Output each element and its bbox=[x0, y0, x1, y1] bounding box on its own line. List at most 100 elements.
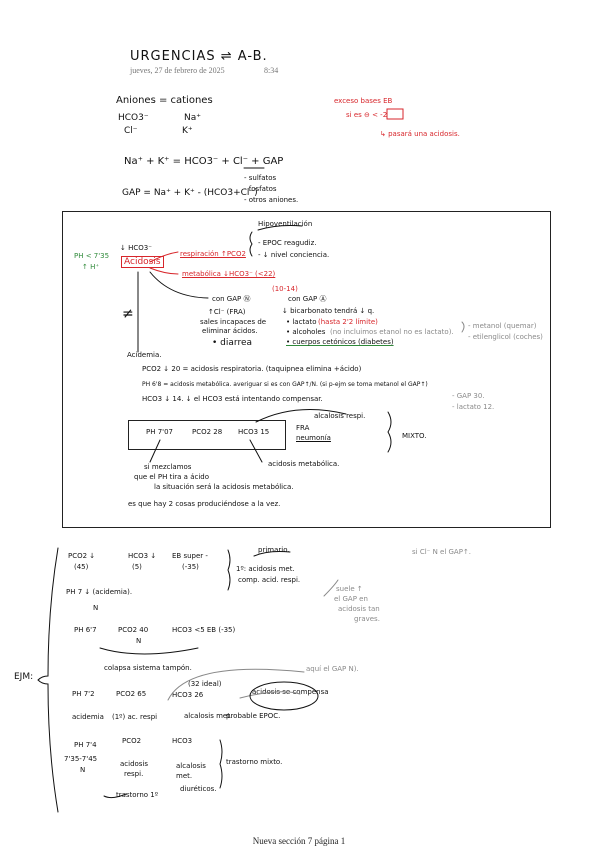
r1-pco2: PCO2 ↓ bbox=[68, 552, 96, 560]
hco3-value: HCO3 15 bbox=[238, 428, 270, 436]
suele-1: suele ↑ bbox=[336, 585, 363, 593]
r4-hco3: HCO3 bbox=[172, 737, 193, 745]
gap-list-3: - otros aniones. bbox=[244, 196, 299, 204]
pco2-value: PCO2 28 bbox=[192, 428, 223, 436]
exceso-condition: si es ⊖ < -2 bbox=[346, 111, 388, 119]
lactato-12: - lactato 12. bbox=[452, 403, 495, 411]
note-date: jueves, 27 de febrero de 2025 bbox=[130, 66, 225, 75]
aniones-cationes: Aniones = cationes bbox=[116, 95, 213, 106]
acidosis-box: Acidosis bbox=[121, 256, 164, 268]
cl-fra: ↑Cl⁻ (FRA) bbox=[208, 308, 246, 316]
ejm-label: EJM: bbox=[14, 672, 34, 682]
cl-label: Cl⁻ bbox=[124, 126, 138, 136]
r1-gap-note: si Cl⁻ N el GAP↑. bbox=[412, 548, 472, 556]
metanol: - metanol (quemar) bbox=[468, 322, 537, 330]
r4-diureticos: diuréticos. bbox=[180, 785, 217, 793]
alcoholes-note: (no incluimos etanol no es lactato). bbox=[330, 328, 454, 336]
suele-2: el GAP en bbox=[334, 595, 368, 603]
r4-ph: PH 7'4 bbox=[74, 741, 97, 749]
gap-list-1: - sulfatos bbox=[244, 174, 277, 182]
r3-alcalosis: alcalosis met. bbox=[184, 712, 233, 720]
si-mezclamos: si mezclamos bbox=[144, 463, 192, 471]
r1-5: (5) bbox=[132, 563, 142, 571]
es-que-hay: es que hay 2 cosas produciéndose a la ve… bbox=[128, 500, 281, 508]
gap-list-2: - fosfatos bbox=[244, 185, 277, 193]
r3-acidemia: acidemia bbox=[72, 713, 104, 721]
r3-ph: PH 7'2 bbox=[72, 690, 95, 698]
r3-pco2: PCO2 65 bbox=[116, 690, 147, 698]
r4-pco2: PCO2 bbox=[122, 737, 142, 745]
nivel-conciencia: - ↓ nivel conciencia. bbox=[258, 251, 330, 259]
sales-incapaces: sales incapaces de bbox=[200, 318, 267, 326]
eliminar-acidos: eliminar ácidos. bbox=[202, 327, 258, 335]
r3-32-ideal: (32 ideal) bbox=[188, 680, 222, 688]
r1-n: N bbox=[93, 604, 99, 612]
not-equal-sign: ≠ bbox=[122, 306, 134, 322]
exceso-bases: exceso bases EB bbox=[334, 97, 393, 105]
equation-gap: Na⁺ + K⁺ = HCO3⁻ + Cl⁻ + GAP bbox=[124, 156, 284, 167]
alcoholes: • alcoholes bbox=[286, 328, 326, 336]
equation-gap-formula: GAP = Na⁺ + K⁺ - (HCO3+Cl⁻) bbox=[122, 188, 258, 198]
na-label: Na⁺ bbox=[184, 113, 201, 123]
acidosis-notes-frame bbox=[62, 211, 551, 528]
r1-acidosis-met: 1º: acidosis met. bbox=[236, 565, 295, 573]
aqui-gap: aquí el GAP N). bbox=[306, 665, 359, 673]
metabolica: metabólica ↓HCO3⁻ (<22) bbox=[182, 270, 276, 278]
k-label: K⁺ bbox=[182, 126, 193, 136]
acidemia: Acidemia. bbox=[127, 351, 162, 359]
gasometry-box bbox=[128, 420, 286, 450]
r1-35: (-35) bbox=[182, 563, 199, 571]
h-increase: ↑ H⁺ bbox=[82, 263, 100, 271]
ph-value: PH 7'07 bbox=[146, 428, 173, 436]
con-gap-normal: con GAP Ⓝ bbox=[212, 295, 251, 303]
lactato-note: (hasta 2'2 límite) bbox=[318, 318, 378, 326]
r4-n: N bbox=[80, 766, 86, 774]
cuerpos-cetonicos: • cuerpos cetónicos (diabetes) bbox=[286, 338, 394, 346]
r1-hco3: HCO3 ↓ bbox=[128, 552, 157, 560]
situacion: la situación será la acidosis metabólica… bbox=[154, 483, 294, 491]
pco2-line: PCO2 ↓ 20 = acidosis respiratoria. (taqu… bbox=[142, 365, 362, 373]
hipoventilacion: Hipoventilación bbox=[258, 220, 313, 228]
r4-respi: respi. bbox=[124, 770, 144, 778]
lactato: • lactato bbox=[286, 318, 317, 326]
r4-met: met. bbox=[176, 772, 193, 780]
gap-range: (10-14) bbox=[272, 285, 298, 293]
r3-ac-respi: (1º) ac. respi bbox=[112, 713, 158, 721]
neumonia: neumonía bbox=[296, 434, 331, 442]
page-footer: Nueva sección 7 página 1 bbox=[252, 836, 346, 846]
mixto: MIXTO. bbox=[402, 432, 427, 440]
r1-45: (45) bbox=[74, 563, 89, 571]
r1-ph: PH 7 ↓ (acidemia). bbox=[66, 588, 133, 596]
alcalosis-respi: alcalosis respi. bbox=[314, 412, 366, 420]
que-el-ph: que el PH tira a ácido bbox=[134, 473, 210, 481]
r2-ph: PH 6'7 bbox=[74, 626, 97, 634]
ph-threshold: PH < 7'35 bbox=[74, 252, 110, 260]
acidosis-se-compensa: acidosis se compensa bbox=[252, 688, 329, 696]
r2-n: N bbox=[136, 637, 142, 645]
r2-pco2: PCO2 40 bbox=[118, 626, 149, 634]
suele-3: acidosis tan bbox=[338, 605, 380, 613]
exceso-result: ↳ pasará una acidosis. bbox=[380, 130, 460, 138]
r1-eb: EB super - bbox=[172, 552, 208, 560]
r4-mixto: trastorno mixto. bbox=[226, 758, 283, 766]
hco3-label: HCO3⁻ bbox=[118, 113, 149, 123]
fra: FRA bbox=[296, 424, 310, 432]
con-gap-aumentado: con GAP Ⓐ bbox=[288, 295, 327, 303]
r1-primario: primario. bbox=[258, 546, 290, 554]
suele-4: graves. bbox=[354, 615, 380, 623]
r4-acidosis: acidosis bbox=[120, 760, 149, 768]
acidosis-metabolica: acidosis metabólica. bbox=[268, 460, 340, 468]
gap-30: - GAP 30. bbox=[452, 392, 485, 400]
r2-hco3: HCO3 <5 EB (-35) bbox=[172, 626, 236, 634]
note-time: 8:34 bbox=[264, 66, 279, 75]
r4-range: 7'35-7'45 bbox=[64, 755, 98, 763]
probable-epoc: probable EPOC. bbox=[226, 712, 281, 720]
hco3-line: HCO3 ↓ 14. ↓ el HCO3 está intentando com… bbox=[142, 395, 323, 403]
bicarbonato: ↓ bicarbonato tendrá ↓ q. bbox=[282, 307, 375, 315]
ph-line: PH 6'8 = acidosis metabólica. averiguar … bbox=[142, 381, 428, 388]
diarrea: • diarrea bbox=[212, 338, 252, 348]
colapsa: colapsa sistema tampón. bbox=[104, 664, 192, 672]
r4-trastorno-1: trastorno 1º bbox=[116, 791, 159, 799]
epoc: - EPOC reagudiz. bbox=[258, 239, 317, 247]
page-title: URGENCIAS ⇌ A-B. bbox=[130, 49, 268, 64]
